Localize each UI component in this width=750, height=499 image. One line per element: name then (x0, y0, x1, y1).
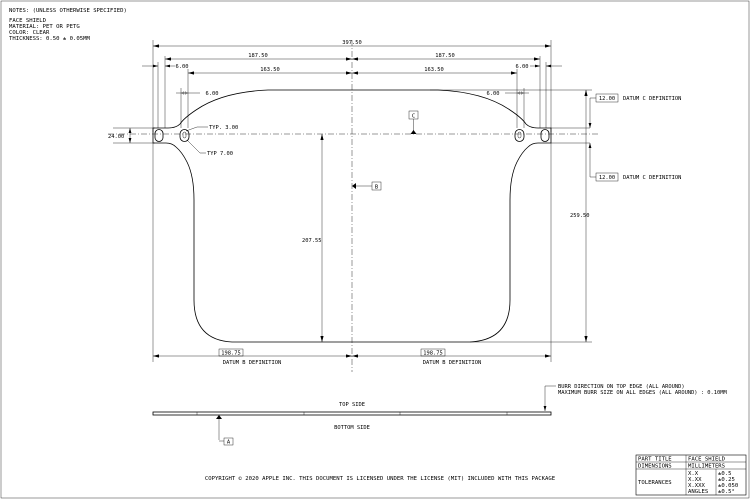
tol-key-3: X.XXX (688, 483, 705, 489)
shoulder-left-text: 6.00 (206, 91, 219, 97)
half-right-text: 187.50 (435, 53, 454, 59)
tol-val-2: ±0.25 (718, 477, 735, 483)
strap-height-dimension: 24.00 (108, 127, 155, 144)
strap-height-text: 24.00 (108, 134, 124, 140)
body-height-text: 207.55 (302, 238, 321, 244)
datum-b-definitions: 198.75 198.75 DATUM B DEFINITION DATUM B… (152, 143, 552, 366)
datum-b-right-value: 198.75 (423, 351, 442, 357)
part-title-value: FACE SHIELD (688, 457, 726, 463)
datum-c-symbol: C (408, 110, 419, 134)
overall-width-dimension: 397.50 (152, 40, 552, 132)
tol-val-1: ±0.5 (718, 471, 731, 477)
burr-note-line-2: MAXIMUM BURR SIZE ON ALL EDGES (ALL AROU… (558, 390, 728, 396)
half-left-text: 187.50 (248, 53, 267, 59)
shoulder-dimensions: 6.00 6.00 (176, 88, 529, 128)
notes-block: NOTES: (UNLESS OTHERWISE SPECIFIED) FACE… (9, 8, 127, 42)
datum-b-left-value: 198.75 (221, 351, 240, 357)
tol-key-1: X.X (688, 471, 699, 477)
part-title-label: PART TITLE (638, 457, 672, 463)
datum-b-symbol: B (352, 181, 382, 190)
tol-val-3: ±0.050 (718, 483, 738, 489)
tab-dimensions: 6.00 6.00 (142, 62, 562, 128)
title-block: PART TITLE FACE SHIELD DIMENSIONS MILLIM… (635, 454, 747, 496)
tab-right-text: 6.00 (516, 64, 529, 70)
tol-key-4: ANGLES (688, 489, 708, 495)
tol-val-4: ±0.5° (718, 489, 735, 495)
note-line-3: COLOR: CLEAR (9, 30, 50, 36)
bottom-side-label: BOTTOM SIDE (334, 425, 370, 431)
datum-a-letter: A (227, 440, 231, 446)
side-view: TOP SIDE BOTTOM SIDE A BURR DIRECTION ON… (152, 384, 728, 446)
face-shield-outline (152, 89, 552, 343)
datum-c-letter: C (412, 113, 415, 119)
inner-width-dimensions: 163.50 163.50 (187, 67, 518, 128)
top-side-label: TOP SIDE (339, 402, 365, 408)
tolerances-label: TOLERANCES (638, 480, 672, 486)
half-width-dimensions: 187.50 187.50 (164, 53, 541, 128)
datum-b-letter: B (375, 184, 378, 190)
left-strap-holes (154, 129, 190, 142)
datum-c-upper-value: 12.00 (599, 96, 615, 102)
datum-c-lower-value: 12.00 (599, 175, 615, 181)
inner-right-text: 163.50 (424, 67, 443, 73)
overall-height-dimension: 259.50 (430, 89, 592, 343)
tab-left-text: 6.00 (176, 64, 189, 70)
body-height-dimension: 207.55 (302, 134, 324, 342)
tol-key-2: X.XX (688, 477, 702, 483)
overall-height-text: 259.50 (570, 213, 589, 219)
datum-c-upper-label: DATUM C DEFINITION (623, 96, 681, 102)
note-line-1: FACE SHIELD (9, 18, 47, 24)
overall-width-text: 397.50 (342, 40, 361, 46)
burr-note-line-1: BURR DIRECTION ON TOP EDGE (ALL AROUND) (558, 384, 685, 390)
inner-left-text: 163.50 (260, 67, 279, 73)
datum-b-left-label: DATUM B DEFINITION (223, 360, 281, 366)
datum-b-right-label: DATUM B DEFINITION (423, 360, 481, 366)
note-line-4: THICKNESS: 0.50 ± 0.05MM (9, 36, 90, 42)
datum-c-definition-upper: 12.00 DATUM C DEFINITION (551, 93, 681, 129)
notes-header: NOTES: (UNLESS OTHERWISE SPECIFIED) (9, 8, 127, 14)
dimensions-label: DIMENSIONS (638, 464, 672, 470)
note-line-2: MATERIAL: PET OR PETG (9, 24, 80, 30)
typ-7-text: TYP 7.00 (207, 151, 233, 157)
datum-c-definition-lower: 12.00 DATUM C DEFINITION (551, 142, 681, 182)
dimensions-value: MILLIMETERS (688, 464, 725, 470)
datum-c-lower-label: DATUM C DEFINITION (623, 175, 681, 181)
typ-3-text: TYP. 3.00 (209, 125, 238, 131)
typ-leaders: TYP. 3.00 TYP 7.00 (185, 125, 238, 157)
right-strap-holes (514, 129, 550, 142)
copyright-text: COPYRIGHT © 2020 APPLE INC. THIS DOCUMEN… (205, 476, 556, 482)
shoulder-right-text: 6.00 (487, 91, 500, 97)
